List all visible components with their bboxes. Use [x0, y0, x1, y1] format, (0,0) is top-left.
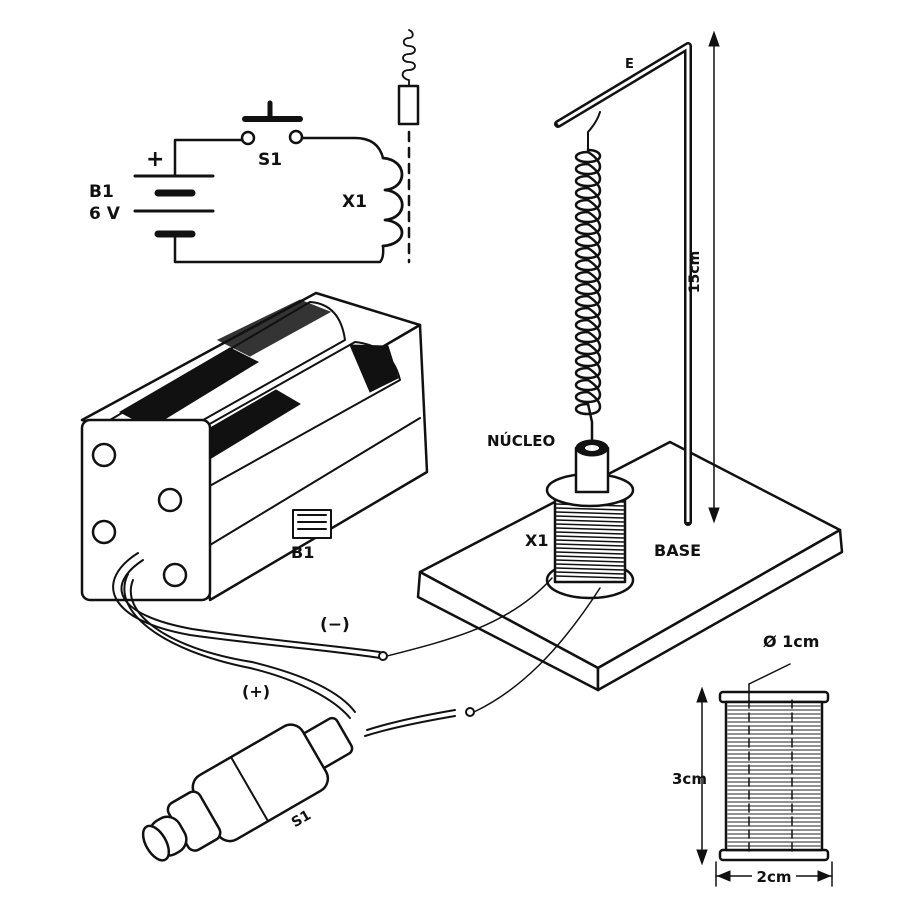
- wooden-base: BASE: [416, 440, 844, 692]
- battery-holder-label: B1: [291, 543, 314, 562]
- rod-label: E: [625, 57, 634, 72]
- schematic-wire-top: [173, 136, 385, 178]
- stand-rod: E 15cm: [554, 30, 720, 526]
- battery-label: B1: [89, 182, 114, 202]
- height-dimension-label: 15cm: [687, 251, 703, 293]
- battery-symbol: [133, 174, 215, 238]
- diameter-label: Ø 1cm: [763, 632, 819, 651]
- schematic: + B1 6 V S1 X1: [89, 29, 420, 264]
- push-switch: S1: [141, 716, 354, 862]
- width-label: 2cm: [757, 868, 792, 886]
- battery-holder: B1: [80, 291, 429, 602]
- assembly-coil-label: X1: [525, 531, 548, 550]
- push-switch-label: S1: [289, 807, 314, 831]
- wiring: (−) (+): [112, 552, 601, 737]
- battery-voltage-label: 6 V: [89, 204, 121, 224]
- positive-wire-label: (+): [242, 682, 270, 701]
- core-and-coil: NÚCLEO X1: [487, 431, 635, 600]
- coil-label: X1: [342, 192, 367, 212]
- coil-detail: Ø 1cm 3cm 2cm: [672, 632, 833, 887]
- base-label: BASE: [654, 541, 701, 560]
- switch-label: S1: [258, 150, 282, 170]
- coil-symbol: [381, 156, 404, 248]
- core-label: NÚCLEO: [487, 431, 555, 450]
- spring: [574, 111, 602, 442]
- switch-symbol: [240, 100, 304, 146]
- hanging-iron-symbol: [397, 84, 420, 126]
- negative-wire-label: (−): [320, 615, 350, 635]
- height-label: 3cm: [672, 770, 707, 788]
- small-spring-symbol: [401, 29, 416, 87]
- battery-plus-label: +: [146, 147, 164, 172]
- schematic-wire-bottom: [173, 232, 385, 264]
